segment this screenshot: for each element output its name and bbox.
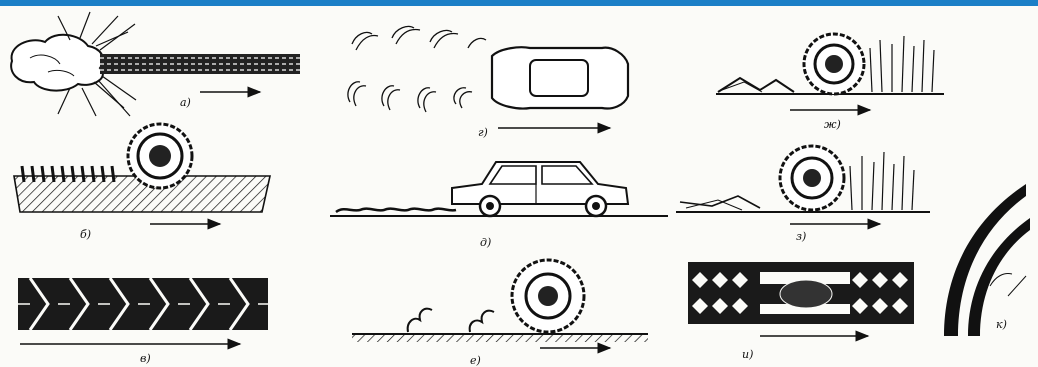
panel-k-label: к) [996,318,1007,331]
panel-zh-label: ж) [824,118,841,131]
panel-e-wheel-splash [352,260,648,348]
panel-b-label: б) [80,228,91,241]
panel-a-splash [11,12,300,116]
panel-i-tread-strip [688,262,914,336]
panel-v-tread-print [18,278,268,344]
panel-d-sedan [330,162,668,216]
panel-a-label: а) [180,96,191,109]
panel-k-curved-tracks [944,184,1030,336]
panel-e-label: е) [470,354,481,367]
panel-g-car-turbulence [348,26,628,128]
panel-i-label: и) [742,348,753,361]
panel-z-label: з) [796,230,806,243]
panel-z-wheel-spray [676,146,930,224]
tire-track-illustrations: а) б) [0,6,1038,367]
panel-zh-wheel-spray [716,34,944,110]
panel-b-wheel-rut [14,124,270,224]
panel-g-label: г) [478,126,488,139]
panel-d-label: д) [480,236,491,249]
panel-v-label: в) [140,352,151,365]
